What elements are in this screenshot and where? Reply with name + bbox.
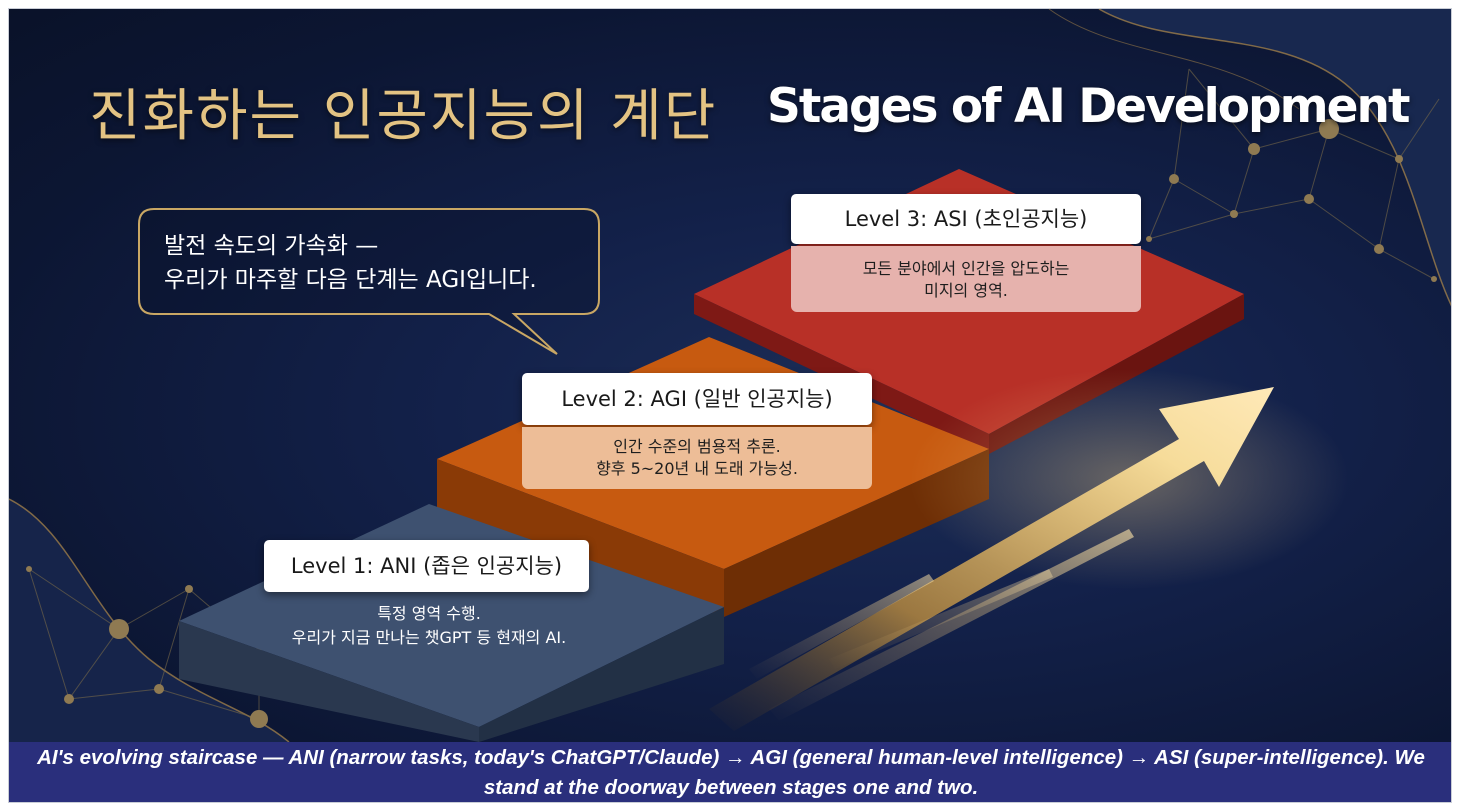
level-1-description-line-1: 특정 영역 수행. — [377, 604, 481, 623]
speech-bubble — [138, 208, 600, 355]
level-1-label: Level 1: ANI (좁은 인공지능) — [264, 540, 589, 592]
level-3-description-line-2: 미지의 영역. — [924, 281, 1008, 300]
golden-arrow — [709, 369, 1349, 731]
caption-bar: AI's evolving staircase — ANI (narrow ta… — [9, 742, 1451, 802]
level-2-description-line-2: 향후 5~20년 내 도래 가능성. — [596, 459, 798, 478]
level-2-description-line-1: 인간 수준의 범용적 추론. — [613, 437, 781, 456]
level-3-description: 모든 분야에서 인간을 압도하는 미지의 영역. — [791, 246, 1141, 312]
level-2-label: Level 2: AGI (일반 인공지능) — [522, 373, 872, 425]
level-2-description: 인간 수준의 범용적 추론. 향후 5~20년 내 도래 가능성. — [522, 427, 872, 489]
level-1-description-line-2: 우리가 지금 만나는 챗GPT 등 현재의 AI. — [291, 628, 567, 647]
level-3-description-line-1: 모든 분야에서 인간을 압도하는 — [862, 259, 1070, 278]
speech-bubble-text: 발전 속도의 가속화 — 우리가 마주할 다음 단계는 AGI입니다. — [164, 229, 604, 297]
speech-bubble-line-1: 발전 속도의 가속화 — — [164, 233, 379, 259]
bottom-left-decoration — [9, 498, 290, 742]
slide-frame: 진화하는 인공지능의 계단 Stages of AI Development 발… — [8, 8, 1452, 803]
speech-bubble-line-2: 우리가 마주할 다음 단계는 AGI입니다. — [164, 267, 537, 293]
slide: 진화하는 인공지능의 계단 Stages of AI Development 발… — [9, 9, 1451, 742]
level-1-description: 특정 영역 수행. 우리가 지금 만나는 챗GPT 등 현재의 AI. — [239, 602, 619, 650]
level-3-label: Level 3: ASI (초인공지능) — [791, 194, 1141, 244]
top-right-decoration — [1048, 9, 1451, 307]
title-korean: 진화하는 인공지능의 계단 — [89, 84, 718, 149]
title-english: Stages of AI Development — [767, 79, 1410, 134]
